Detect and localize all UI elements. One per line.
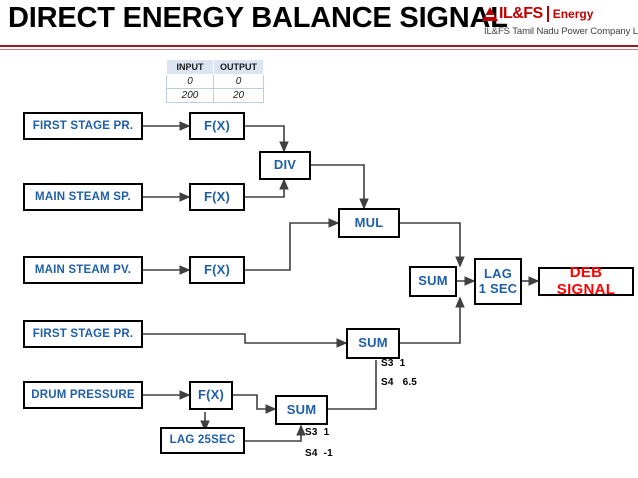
page-title: DIRECT ENERGY BALANCE SIGNAL (8, 2, 508, 34)
logo-division-name: Energy (552, 6, 594, 21)
node-fx-1[interactable]: F(X) (189, 112, 245, 140)
node-fx-3[interactable]: F(X) (189, 256, 245, 284)
wire-fx-3-to-mul-left (245, 218, 340, 271)
logo-divider (546, 5, 549, 22)
node-fx-4[interactable]: F(X) (189, 381, 233, 410)
annotation-sum-bottom-s4: S4 -1 (305, 448, 333, 459)
column-header-input: INPUT (166, 59, 214, 75)
io-lookup-table: INPUT OUTPUT 0 0 200 20 (166, 59, 264, 103)
node-first-stage-pr-1[interactable]: FIRST STAGE PR. (23, 112, 143, 140)
logo-company-name: IL&FS (499, 4, 543, 22)
node-main-steam-pv[interactable]: MAIN STEAM PV. (23, 256, 143, 284)
node-drum-pressure[interactable]: DRUM PRESSURE (23, 381, 143, 409)
wire-lag-25sec-to-sum-bottom (245, 424, 306, 442)
wire-fx-1-to-div-top (245, 125, 289, 153)
cell-output-1: 20 (213, 88, 264, 103)
logo-wordmark-row: IL&FS Energy (482, 4, 593, 23)
column-header-output: OUTPUT (213, 59, 264, 75)
node-sum-bottom[interactable]: SUM (275, 395, 328, 425)
page-header: DIRECT ENERGY BALANCE SIGNAL IL&FS Energ… (0, 0, 638, 50)
node-deb-signal[interactable]: DEB SIGNAL (538, 264, 634, 297)
node-fx-2[interactable]: F(X) (189, 183, 245, 211)
logo-subtitle: IL&FS Tamil Nadu Power Company Limited (484, 26, 638, 37)
cell-output-0: 0 (213, 74, 264, 89)
wire-sum-bottom-to-sum-mid (328, 360, 377, 410)
node-lag-1sec[interactable]: LAG 1 SEC (474, 258, 522, 305)
table-row: 0 0 (166, 74, 264, 89)
table-row: 200 20 (166, 88, 264, 103)
triangle-mark-icon (482, 6, 498, 21)
annotation-sum-mid-s4: S4 6.5 (381, 377, 418, 388)
wire-div-to-mul-top (311, 164, 369, 210)
node-lag-1sec-line2: 1 SEC (478, 280, 518, 296)
node-lag-1sec-line1: LAG (483, 265, 513, 281)
header-rule-secondary (0, 49, 638, 50)
wire-fx-2-to-div-bottom (245, 178, 289, 198)
node-mul[interactable]: MUL (338, 208, 400, 238)
annotation-sum-mid-s3: S3 1 (381, 358, 406, 369)
wire-first-stage-pr-2-to-sum-mid (143, 333, 348, 348)
node-first-stage-pr-2[interactable]: FIRST STAGE PR. (23, 320, 143, 348)
wire-fx-4-to-sum-bottom-left (233, 394, 277, 414)
header-rule (0, 45, 638, 47)
node-sum-top[interactable]: SUM (409, 266, 457, 297)
node-sum-mid[interactable]: SUM (346, 328, 400, 359)
node-div[interactable]: DIV (259, 151, 311, 180)
node-lag-25sec[interactable]: LAG 25SEC (160, 427, 245, 454)
company-logo: IL&FS Energy IL&FS Tamil Nadu Power Comp… (482, 4, 638, 44)
node-main-steam-sp[interactable]: MAIN STEAM SP. (23, 183, 143, 211)
wire-sum-mid-to-sum-top-bottom (400, 296, 465, 344)
cell-input-1: 200 (166, 88, 214, 103)
table-header-row: INPUT OUTPUT (166, 59, 264, 75)
annotation-sum-bottom-s3: S3 1 (305, 427, 330, 438)
wire-mul-to-sum-top (400, 222, 465, 268)
